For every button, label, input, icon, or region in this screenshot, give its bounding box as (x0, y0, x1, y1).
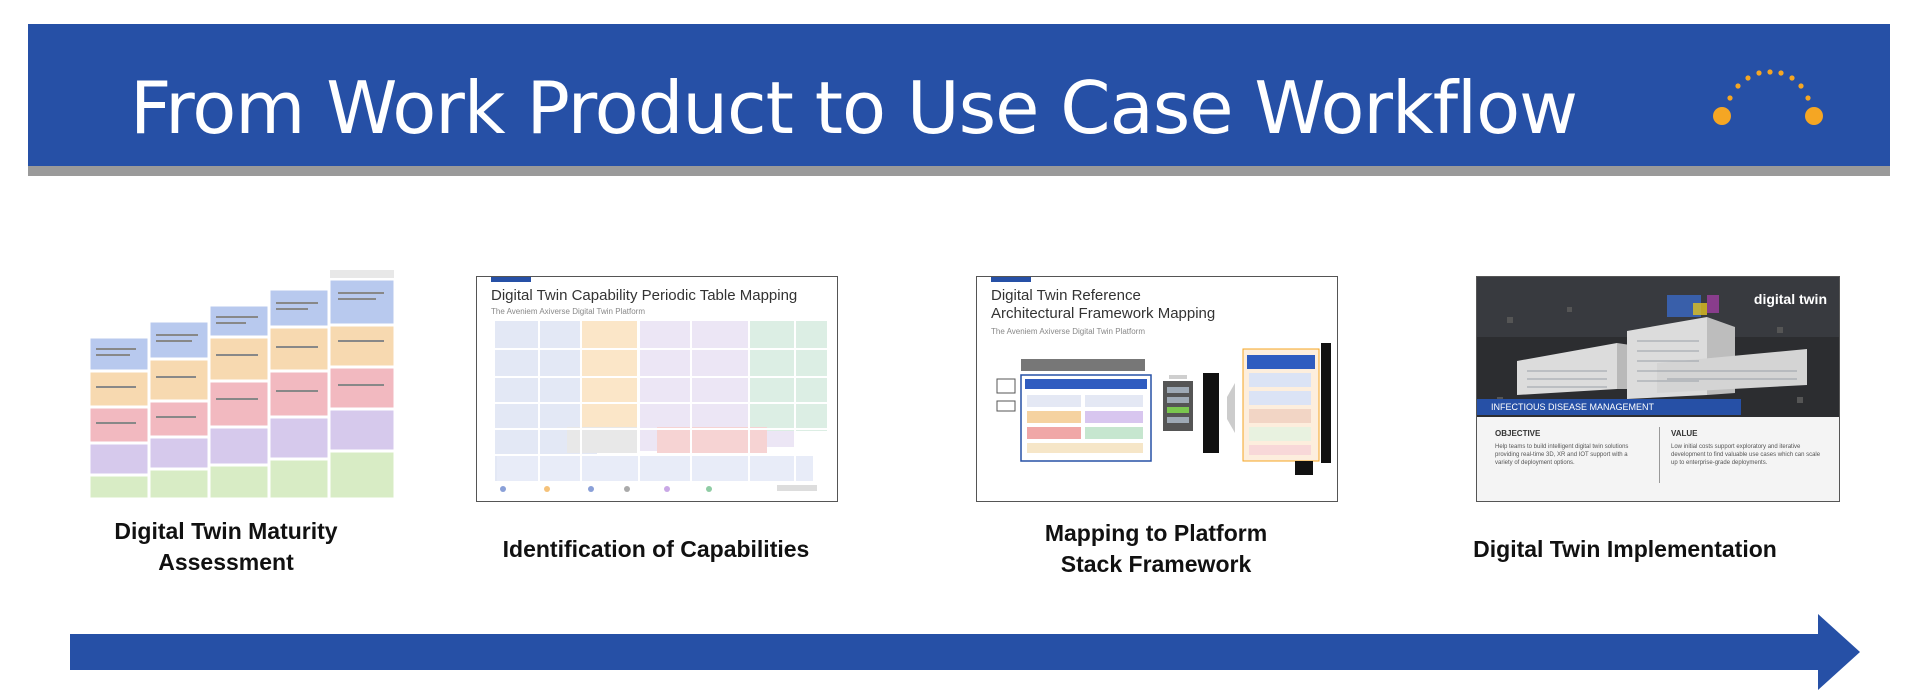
reference-architecture-thumbnail: Digital Twin Reference Architectural Fra… (976, 276, 1338, 502)
maturity-assessment-thumbnail (88, 268, 396, 500)
use-case-band: INFECTIOUS DISEASE MANAGEMENT (1477, 399, 1741, 415)
maturity-staircase-graphic (89, 270, 395, 499)
objective-text: Help teams to build intelligent digital … (1495, 444, 1629, 466)
building-render-graphic (1477, 277, 1839, 417)
objective-label: OBJECTIVE (1495, 429, 1541, 438)
thumbnail-title-line1: Digital Twin Reference (991, 287, 1141, 304)
step-caption-capabilities: Identification of Capabilities (502, 536, 810, 562)
thumbnail-title: Digital Twin Capability Periodic Table M… (491, 287, 798, 304)
header-banner (28, 24, 1890, 166)
column-divider (1659, 427, 1660, 483)
header-rule (28, 166, 1890, 176)
thumbnail-subtitle: The Aveniem Axiverse Digital Twin Platfo… (991, 327, 1145, 336)
brand-logo-text: digital twin (1753, 291, 1827, 307)
thumbnail-title-line2: Architectural Framework Mapping (991, 305, 1216, 322)
accent-bar (991, 277, 1031, 282)
step-caption-mapping: Mapping to Platform Stack Framework (1044, 520, 1268, 577)
value-text: Low initial costs support exploratory an… (1671, 444, 1821, 466)
accent-bar (491, 277, 531, 282)
periodic-table-graphic (495, 321, 827, 492)
value-label: VALUE (1671, 429, 1698, 438)
step-caption-implementation: Digital Twin Implementation (1473, 536, 1777, 562)
workflow-arrow (70, 614, 1860, 690)
step-caption-maturity: Digital Twin Maturity Assessment (114, 518, 338, 575)
architecture-diagram-graphic (996, 343, 1331, 475)
thumbnail-subtitle: The Aveniem Axiverse Digital Twin Platfo… (491, 307, 645, 316)
implementation-thumbnail: digital twin INFECTIOUS DISEASE MANAGEME… (1476, 276, 1840, 502)
page-title: From Work Product to Use Case Workflow (130, 66, 1578, 150)
periodic-table-thumbnail: Digital Twin Capability Periodic Table M… (476, 276, 838, 502)
logo-arc-icon (1713, 69, 1823, 125)
